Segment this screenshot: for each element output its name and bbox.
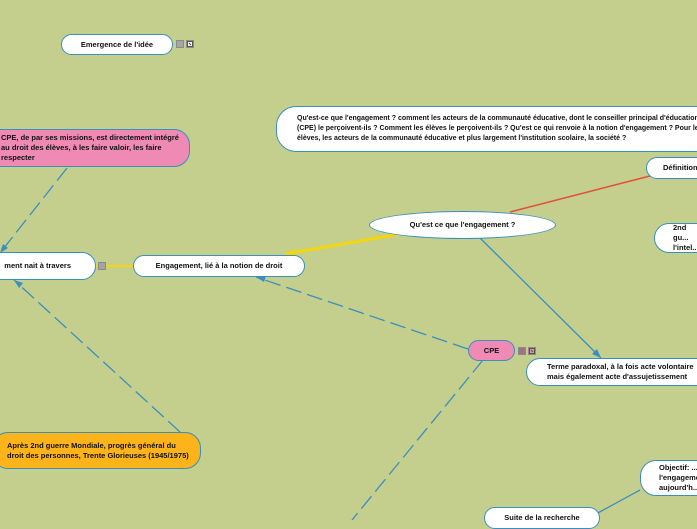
node-droit[interactable]: Engagement, lié à la notion de droit xyxy=(133,255,305,277)
node-guerre[interactable]: Après 2nd guerre Mondiale, progrès génér… xyxy=(0,432,201,469)
node-cpe[interactable]: CPE xyxy=(468,340,515,361)
arrow-cpe-droit xyxy=(256,276,266,282)
node-emergence-icons xyxy=(176,40,194,48)
node-cpe-icons xyxy=(518,347,536,355)
node-definition[interactable]: Définition xyxy=(646,157,697,179)
notes-icon[interactable] xyxy=(518,347,526,355)
node-central[interactable]: Qu'est ce que l'engagement ? xyxy=(369,211,556,239)
attachment-icon[interactable] xyxy=(186,40,194,48)
node-objectif[interactable]: Objectif: ... l'engagement... aujourd'h.… xyxy=(640,460,697,496)
node-suite[interactable]: Suite de la recherche xyxy=(484,507,600,529)
link-guerre-nait xyxy=(13,279,181,433)
link-objectif-suite xyxy=(595,489,641,515)
link-central-paradoxal xyxy=(479,237,602,359)
attachment-icon[interactable] xyxy=(528,347,536,355)
link-cpe-suite xyxy=(351,359,484,520)
node-nait-icons xyxy=(98,262,106,270)
node-paradoxal[interactable]: Terme paradoxal, à la fois acte volontai… xyxy=(526,358,697,386)
node-question-long[interactable]: Qu'est-ce que l'engagement ? comment les… xyxy=(276,106,697,152)
arrow-guerre-nait xyxy=(14,280,23,288)
node-cpe-missions[interactable]: CPE, de par ses missions, est directemen… xyxy=(0,129,190,167)
link-central-droit xyxy=(284,232,401,256)
link-cpe-droit xyxy=(255,276,469,350)
notes-icon[interactable] xyxy=(98,262,106,270)
node-emergence[interactable]: Emergence de l'idée xyxy=(61,34,173,55)
link-missions-nait xyxy=(0,167,68,254)
arrow-missions-nait xyxy=(0,244,8,253)
notes-icon[interactable] xyxy=(176,40,184,48)
arrow-paradoxal xyxy=(592,349,601,358)
node-intel[interactable]: 2nd gu... l'intel... xyxy=(654,223,697,253)
link-central-definition xyxy=(509,175,651,213)
node-nait[interactable]: ment nait à travers xyxy=(0,252,96,280)
